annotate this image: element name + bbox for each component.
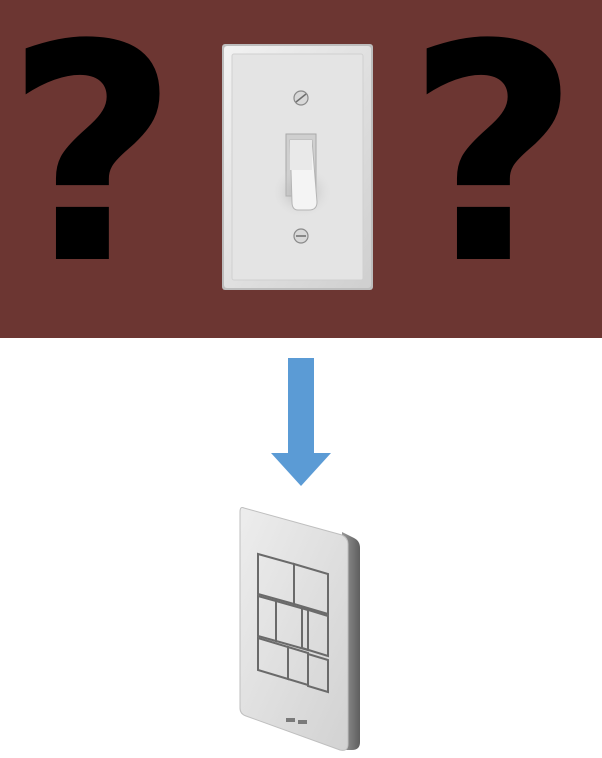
bottom-panel (0, 338, 602, 758)
light-switch-icon (220, 42, 375, 292)
arrow-down-icon (271, 358, 331, 486)
question-mark-right: ? (406, 0, 581, 330)
question-mark-left: ? (5, 0, 180, 330)
top-panel: ? ? (0, 0, 602, 338)
smart-switch-plate-icon (236, 504, 362, 754)
